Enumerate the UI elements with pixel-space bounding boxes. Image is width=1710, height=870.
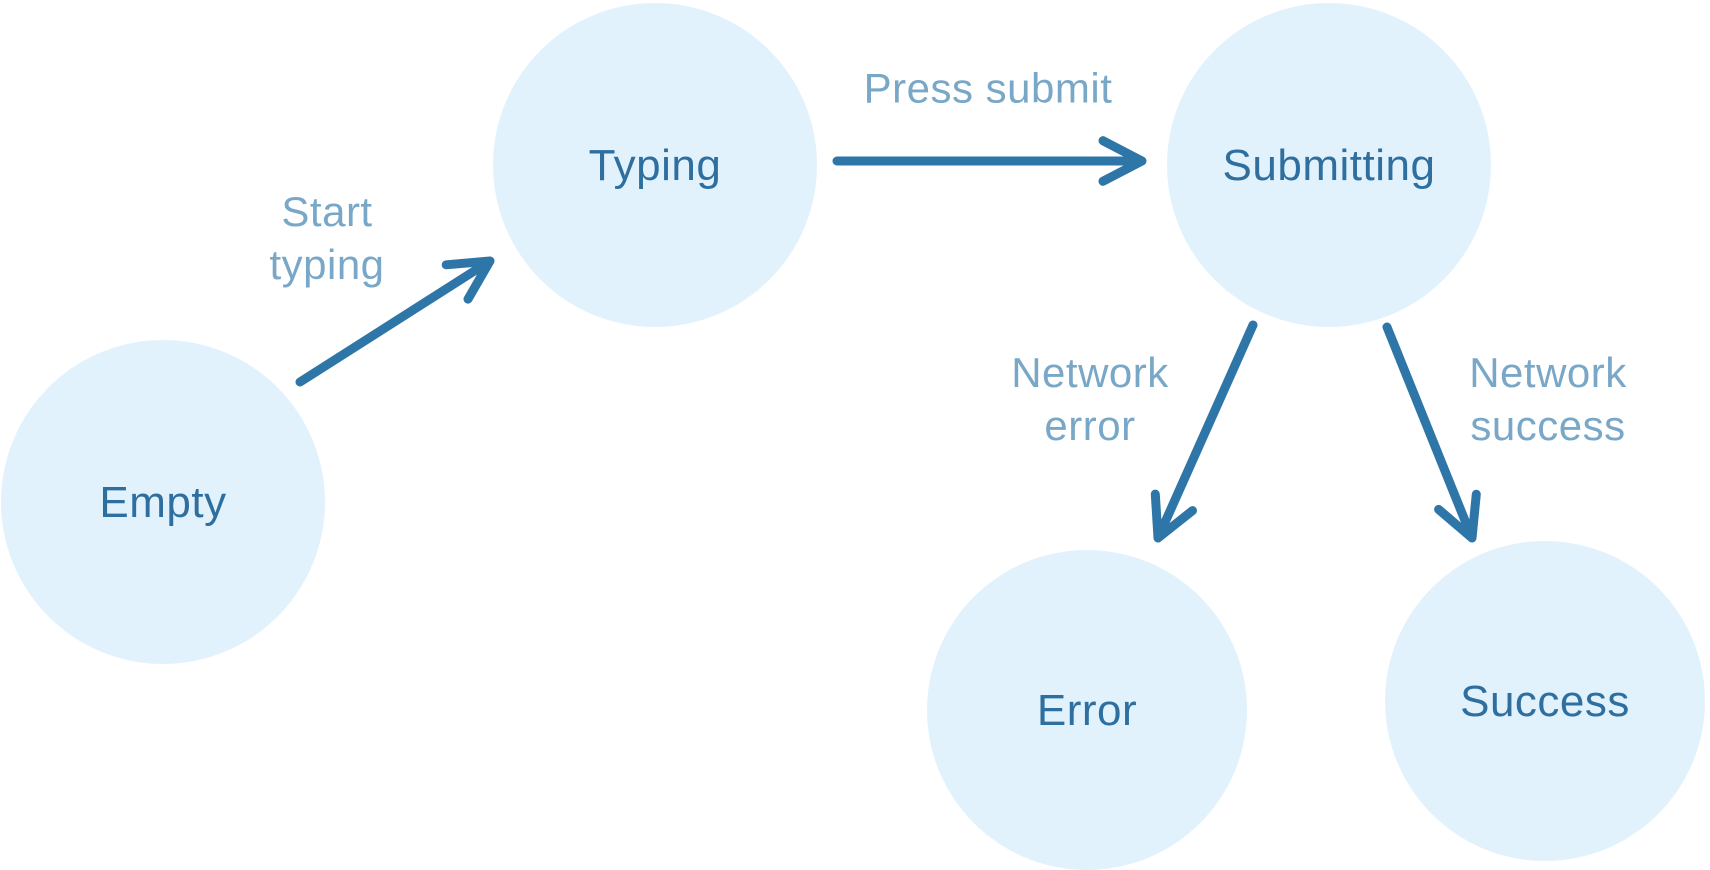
state-label-submitting: Submitting <box>1222 141 1436 190</box>
state-label-empty: Empty <box>99 478 227 527</box>
state-node-error: Error <box>927 550 1247 870</box>
transition-arrow-network-success <box>1382 322 1481 543</box>
state-label-success: Success <box>1460 677 1630 726</box>
transition-arrow-network-error <box>1150 320 1258 543</box>
transition-label-start-typing: Start typing <box>269 188 385 288</box>
state-node-empty: Empty <box>1 340 325 664</box>
transition-label-press-submit: Press submit <box>863 64 1113 112</box>
transition-arrow-press-submit <box>832 136 1147 186</box>
state-node-submitting: Submitting <box>1167 3 1491 327</box>
state-node-success: Success <box>1385 541 1705 861</box>
state-node-typing: Typing <box>493 3 817 327</box>
state-label-typing: Typing <box>588 141 722 190</box>
transition-label-network-success: Network success <box>1469 349 1627 449</box>
transition-label-network-error: Network error <box>1011 349 1169 449</box>
state-label-error: Error <box>1036 686 1138 735</box>
